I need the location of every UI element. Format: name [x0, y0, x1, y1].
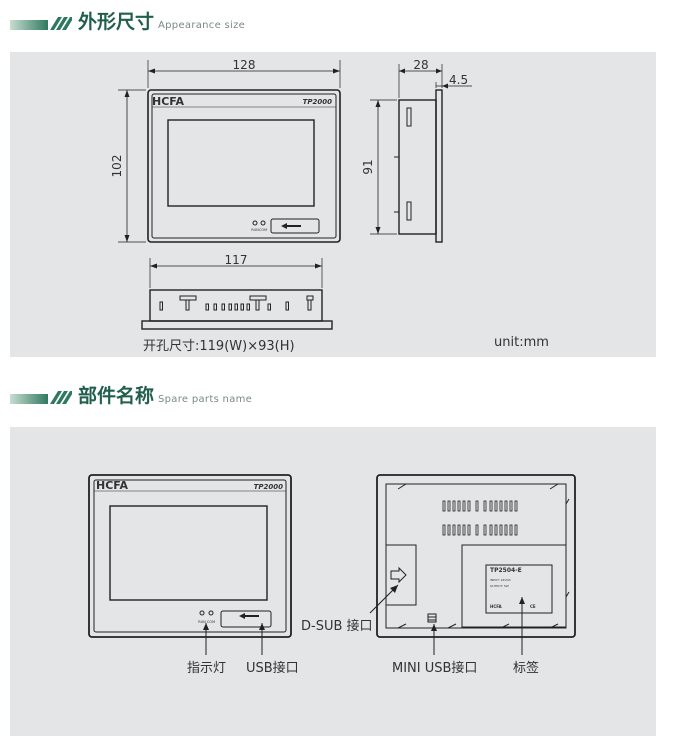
callout-mini-usb: MINI USB接口: [392, 661, 478, 676]
front-usb-port: [270, 218, 320, 234]
bottom-bezel: [141, 320, 333, 330]
section-subtitle-appearance: Appearance size: [158, 20, 246, 31]
section-header-parts: 部件名称 Spare parts name: [10, 378, 252, 408]
back-label-input: INPUT: 24VDC: [490, 578, 511, 582]
section-header-appearance: 外形尺寸 Appearance size: [10, 4, 245, 34]
header-decoration-icon: [10, 17, 72, 30]
back-label-brand: HCFA: [490, 604, 503, 609]
front-led-com: COM: [259, 228, 267, 232]
bottom-body: [149, 289, 323, 322]
dimensions-panel: HCFA TP2000 RUN COM 128 102 28 4.5 91 11…: [10, 52, 656, 357]
cutout-size-label: 开孔尺寸:119(W)×93(H): [143, 339, 295, 354]
parts-front-usb-port: [220, 610, 272, 628]
section-subtitle-parts: Spare parts name: [158, 394, 253, 405]
parts-panel: HCFA TP2000 RUN COM TP2504-E INPUT: 24VD…: [10, 427, 656, 736]
dim-side-height: 91: [361, 159, 375, 174]
dim-side-depth: 28: [413, 58, 428, 72]
dim-bottom-width: 117: [225, 253, 248, 267]
front-bezel-inner: [151, 93, 337, 239]
dimension-drawing: HCFA TP2000 RUN COM 128 102 28 4.5 91 11…: [110, 58, 472, 330]
front-model-badge: TP2000: [303, 98, 333, 106]
section-title-appearance: 外形尺寸: [78, 11, 155, 33]
unit-label: unit:mm: [494, 335, 549, 350]
dim-side-bezel: 4.5: [449, 73, 468, 87]
callout-usb: USB接口: [246, 661, 299, 676]
dsub-arrow-icon: [390, 566, 407, 584]
header-decoration-icon: [10, 391, 72, 404]
back-label-output: OUTPUT: 5W: [490, 584, 509, 588]
parts-back-sticker: [485, 564, 553, 614]
side-bezel: [435, 89, 443, 243]
back-label-cert: CE: [530, 604, 536, 609]
front-housing: [147, 89, 341, 243]
parts-back-vents: [442, 500, 518, 536]
front-led-run: RUN: [251, 228, 259, 232]
callout-dsub: D-SUB 接口: [301, 619, 373, 634]
dim-front-height: 102: [110, 155, 124, 178]
parts-front-screen: [109, 505, 268, 601]
front-screen: [167, 119, 315, 207]
parts-front-model-badge: TP2000: [254, 483, 284, 491]
section-title-parts: 部件名称: [78, 385, 155, 407]
parts-front-brand: HCFA: [96, 479, 129, 492]
side-body: [398, 99, 437, 235]
front-brand: HCFA: [152, 95, 185, 108]
parts-front-housing: [88, 474, 292, 638]
dim-front-width: 128: [233, 58, 256, 72]
parts-back-label-area: [461, 544, 567, 628]
callout-label: 标签: [513, 661, 540, 676]
parts-back-dsub: [385, 544, 417, 606]
back-label-model: TP2504-E: [490, 567, 522, 574]
parts-back-housing: [376, 474, 576, 638]
parts-led-com: COM: [207, 620, 215, 624]
callout-indicator: 指示灯: [187, 661, 227, 676]
parts-led-run: RUN: [198, 620, 206, 624]
parts-back-mini-usb: [427, 613, 437, 623]
parts-drawing: HCFA TP2000 RUN COM TP2504-E INPUT: 24VD…: [88, 474, 576, 655]
